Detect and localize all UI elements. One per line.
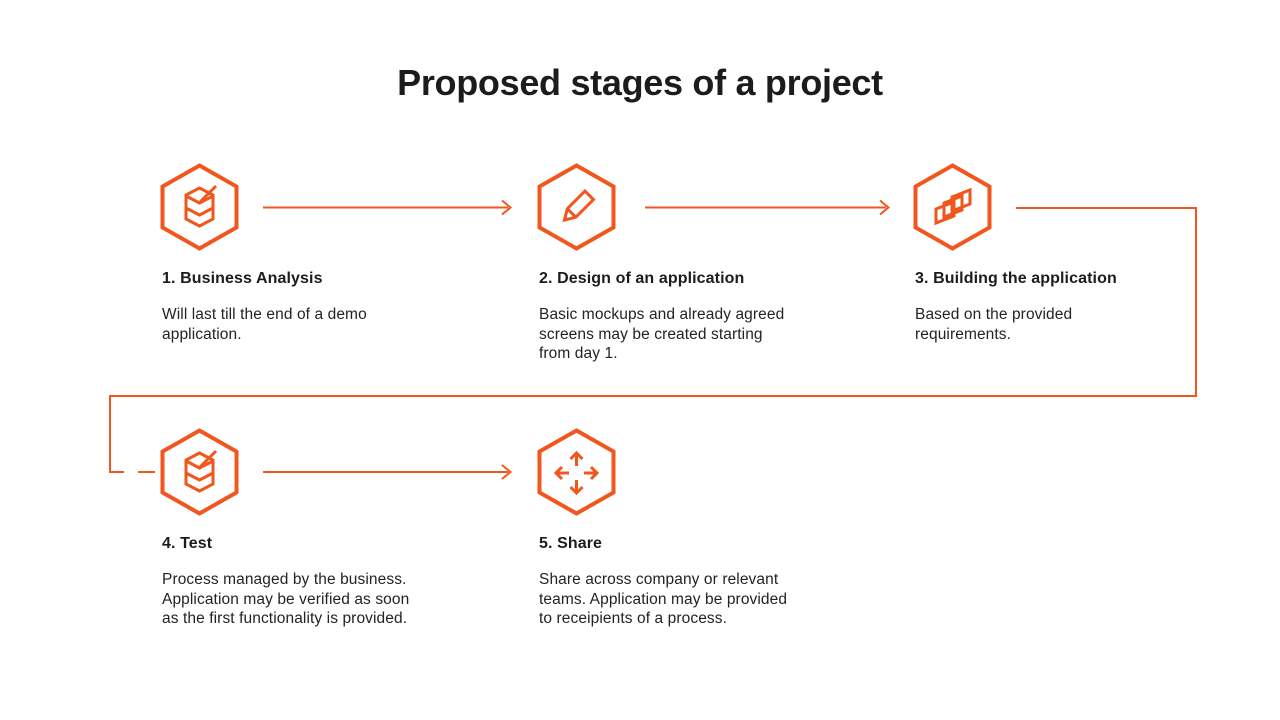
arrowhead-stage2 xyxy=(501,199,513,216)
process-stack-icon xyxy=(160,428,239,516)
stage-2-description: Basic mockups and already agreed screens… xyxy=(539,306,785,362)
arrowhead-stage5 xyxy=(501,464,513,480)
stage-2-heading: 2. Design of an application xyxy=(539,270,745,287)
pencil-icon xyxy=(537,163,616,251)
stage-1-heading: 1. Business Analysis xyxy=(162,270,323,287)
stage-4-description: Process managed by the business. Applica… xyxy=(162,571,410,627)
wrap-connector-stage3-to-stage4 xyxy=(109,207,1197,473)
stage-5-description: Share across company or relevant teams. … xyxy=(539,571,788,627)
stage-4-test: 4. Test Process managed by the business.… xyxy=(159,428,489,629)
stage-3-building: 3. Building the application Based on the… xyxy=(912,163,1242,344)
arrowhead-stage3 xyxy=(879,199,891,216)
stage-4-heading: 4. Test xyxy=(162,535,213,552)
stage-3-heading: 3. Building the application xyxy=(915,270,1117,287)
stage-5-heading: 5. Share xyxy=(539,535,603,552)
stage-1-description: Will last till the end of a demo applica… xyxy=(162,306,367,343)
stage-2-design: 2. Design of an application Basic mockup… xyxy=(536,163,866,364)
stage-3-description: Based on the provided requirements. xyxy=(915,306,1073,343)
screens-layers-icon xyxy=(913,163,992,251)
page-title: Proposed stages of a project xyxy=(397,62,883,103)
process-stack-icon xyxy=(160,163,239,251)
share-arrows-icon xyxy=(537,428,616,516)
stage-5-share: 5. Share Share across company or relevan… xyxy=(536,428,866,629)
stage-1-business-analysis: 1. Business Analysis Will last till the … xyxy=(159,163,489,344)
